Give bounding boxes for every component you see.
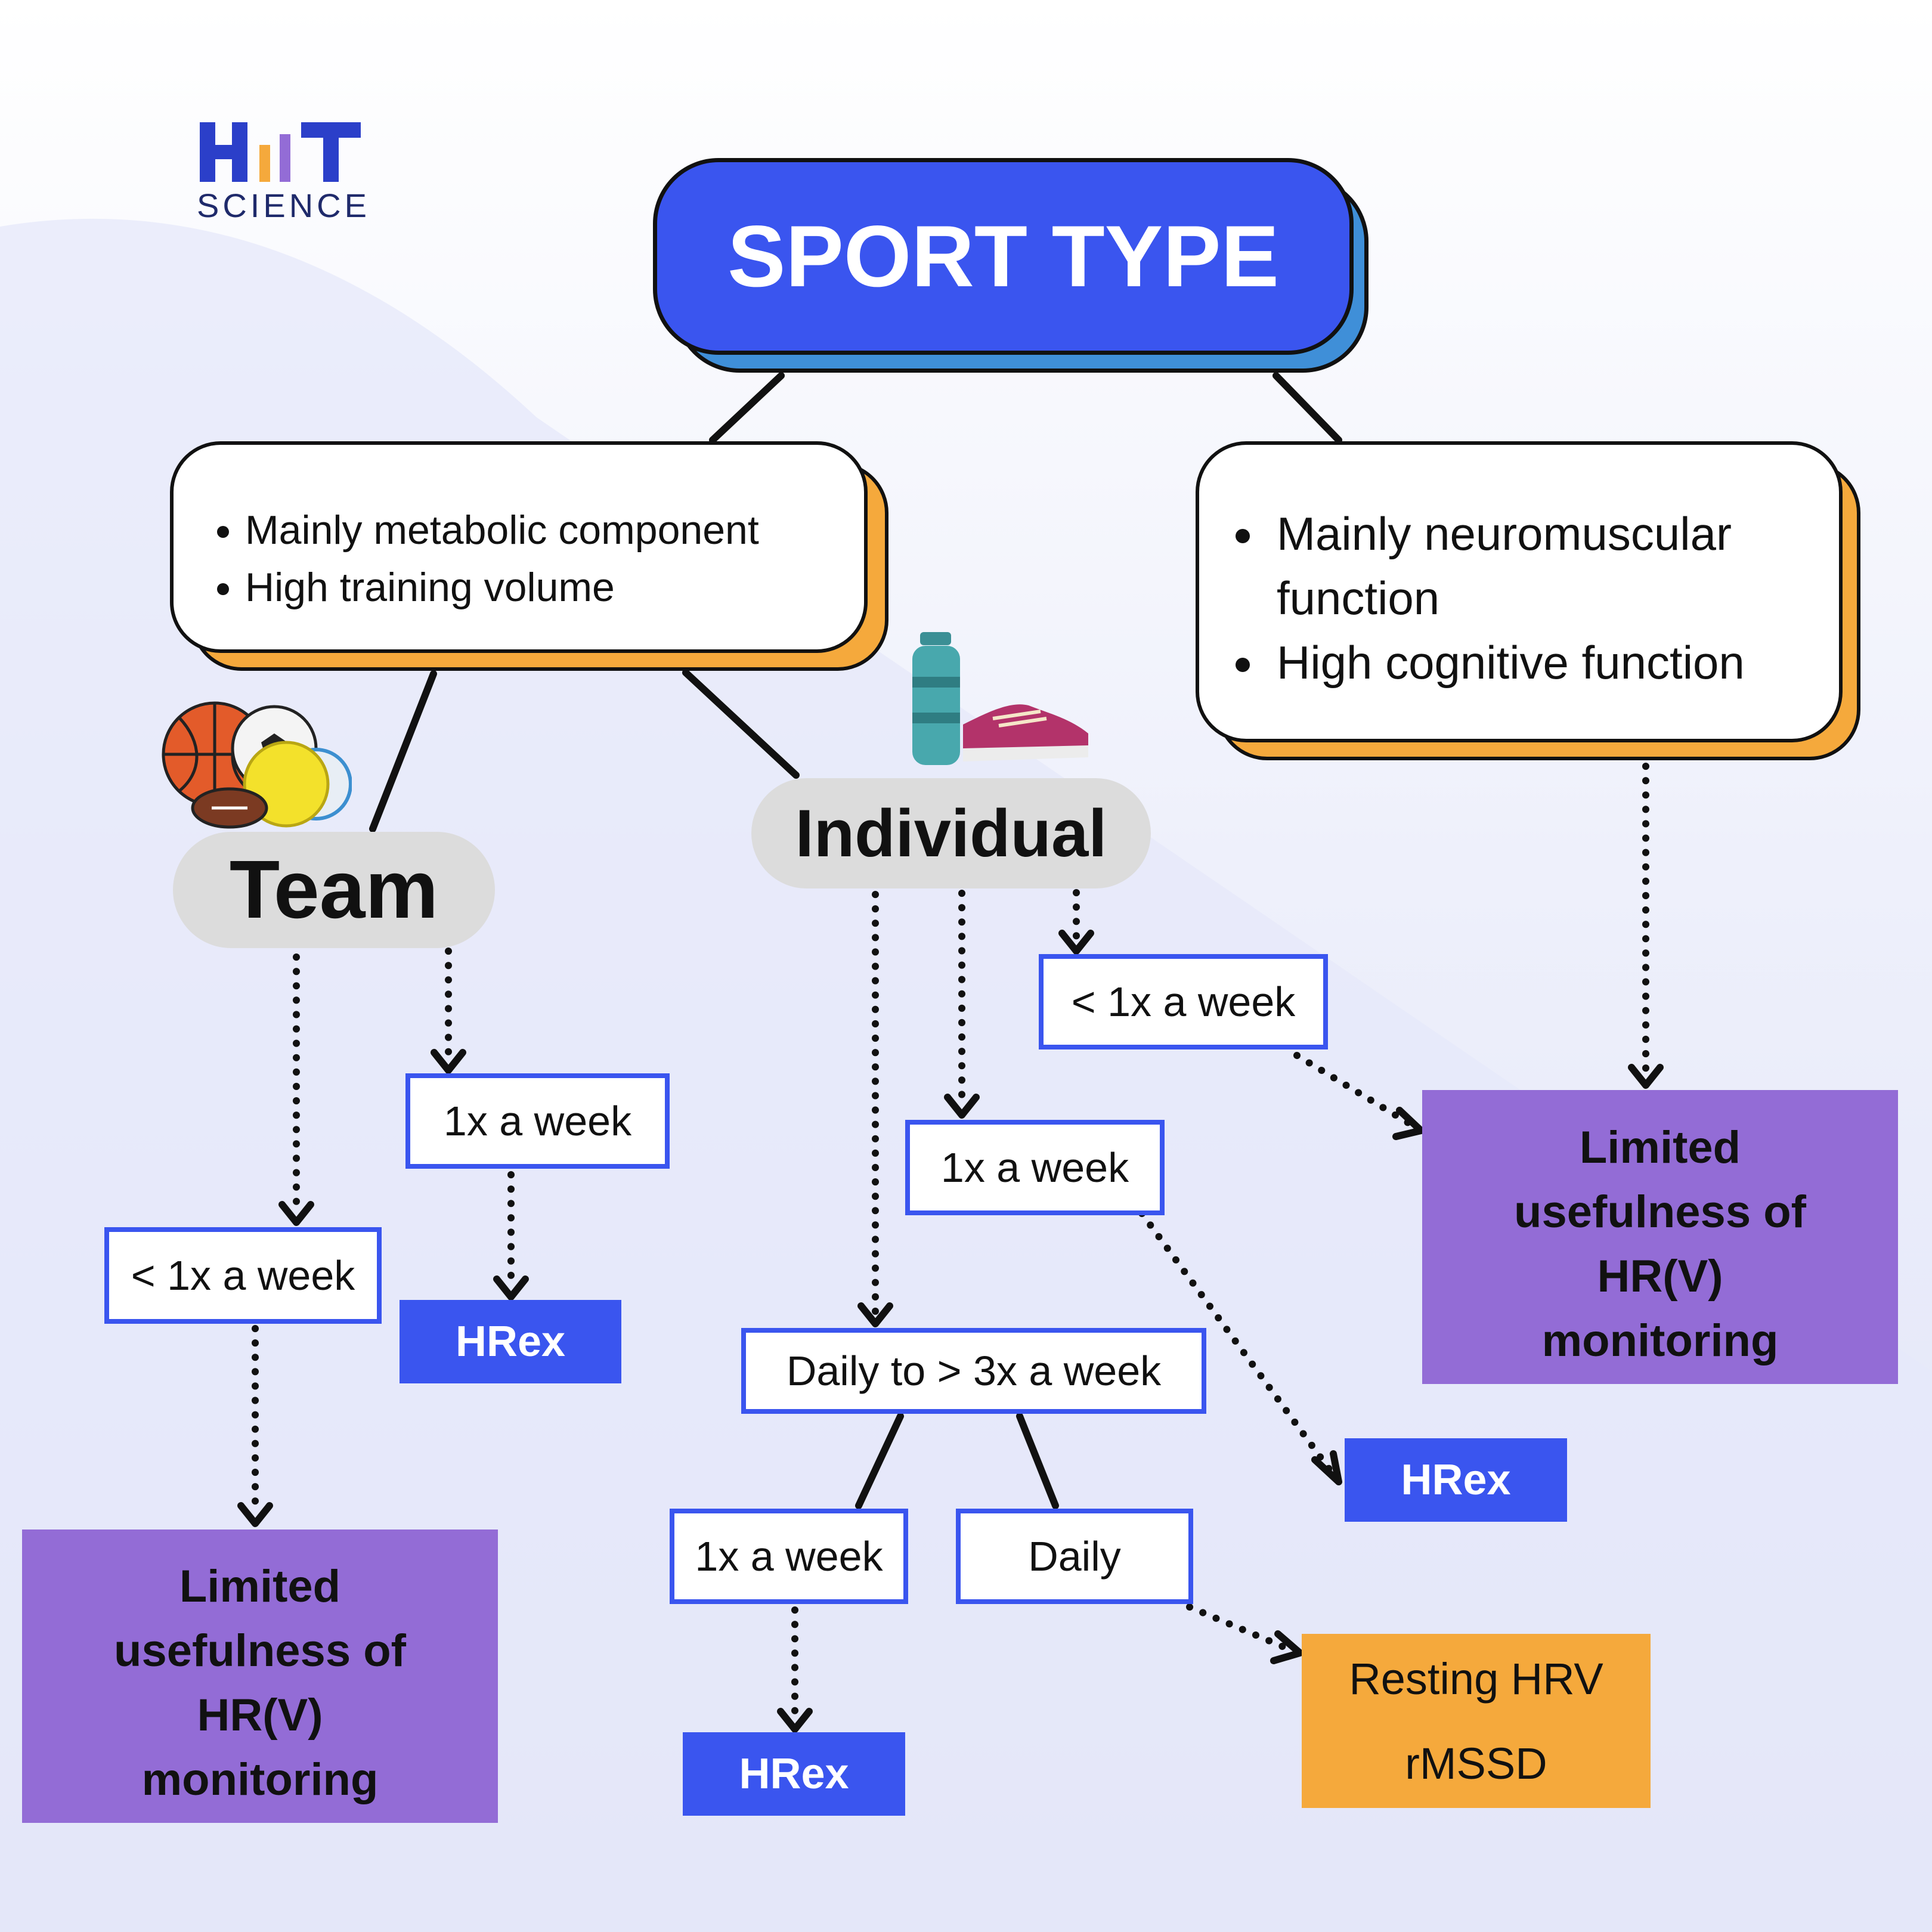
team-info-box: Mainly metabolic component High training… (170, 441, 868, 653)
limited-line: HR(V) (197, 1690, 323, 1741)
individual-hrex-bottom-box: HRex (683, 1732, 905, 1816)
sports-balls-icon (162, 701, 352, 829)
individual-daily-box: Daily (956, 1509, 1193, 1604)
individual-daily-to-3x-box: Daily to > 3x a week (741, 1328, 1206, 1414)
resting-line: rMSSD (1405, 1739, 1547, 1788)
limited-line: usefulness of (114, 1626, 406, 1676)
title-box: SPORT TYPE (653, 158, 1354, 355)
team-limited-usefulness-box: Limited usefulness of HR(V) monitoring (22, 1530, 498, 1823)
individual-info-item: Mainly neuromuscular function (1268, 501, 1815, 630)
individual-less-than-once-box: < 1x a week (1039, 954, 1328, 1049)
bottle-and-shoes-icon (912, 632, 1088, 765)
team-less-than-once-box: < 1x a week (104, 1227, 382, 1324)
limited-line: HR(V) (1597, 1251, 1723, 1302)
individual-once-week-box: 1x a week (905, 1120, 1165, 1215)
logo-text: SCIENCE (197, 187, 370, 224)
individual-info-item: High cognitive function (1268, 630, 1815, 695)
limited-line: Limited (1579, 1122, 1741, 1173)
team-pill: Team (173, 832, 495, 948)
resting-hrv-box: Resting HRV rMSSD (1302, 1634, 1651, 1808)
team-once-week-box: 1x a week (405, 1073, 670, 1169)
team-info-item: Mainly metabolic component (245, 501, 864, 559)
limited-line: usefulness of (1514, 1187, 1806, 1237)
individual-info-box: Mainly neuromuscular function High cogni… (1196, 441, 1843, 742)
team-hrex-box: HRex (400, 1300, 621, 1383)
title-text: SPORT TYPE (727, 208, 1279, 305)
limited-line: monitoring (1541, 1315, 1779, 1366)
limited-line: monitoring (141, 1754, 379, 1805)
team-info-item: High training volume (245, 559, 864, 616)
individual-sub-once-week-box: 1x a week (670, 1509, 908, 1604)
hiit-logo-icon (200, 122, 361, 182)
individual-hrex-right-box: HRex (1345, 1438, 1567, 1522)
individual-pill: Individual (751, 778, 1151, 888)
resting-line: Resting HRV (1349, 1654, 1603, 1704)
individual-limited-usefulness-box: Limited usefulness of HR(V) monitoring (1422, 1090, 1898, 1384)
limited-line: Limited (179, 1561, 341, 1612)
